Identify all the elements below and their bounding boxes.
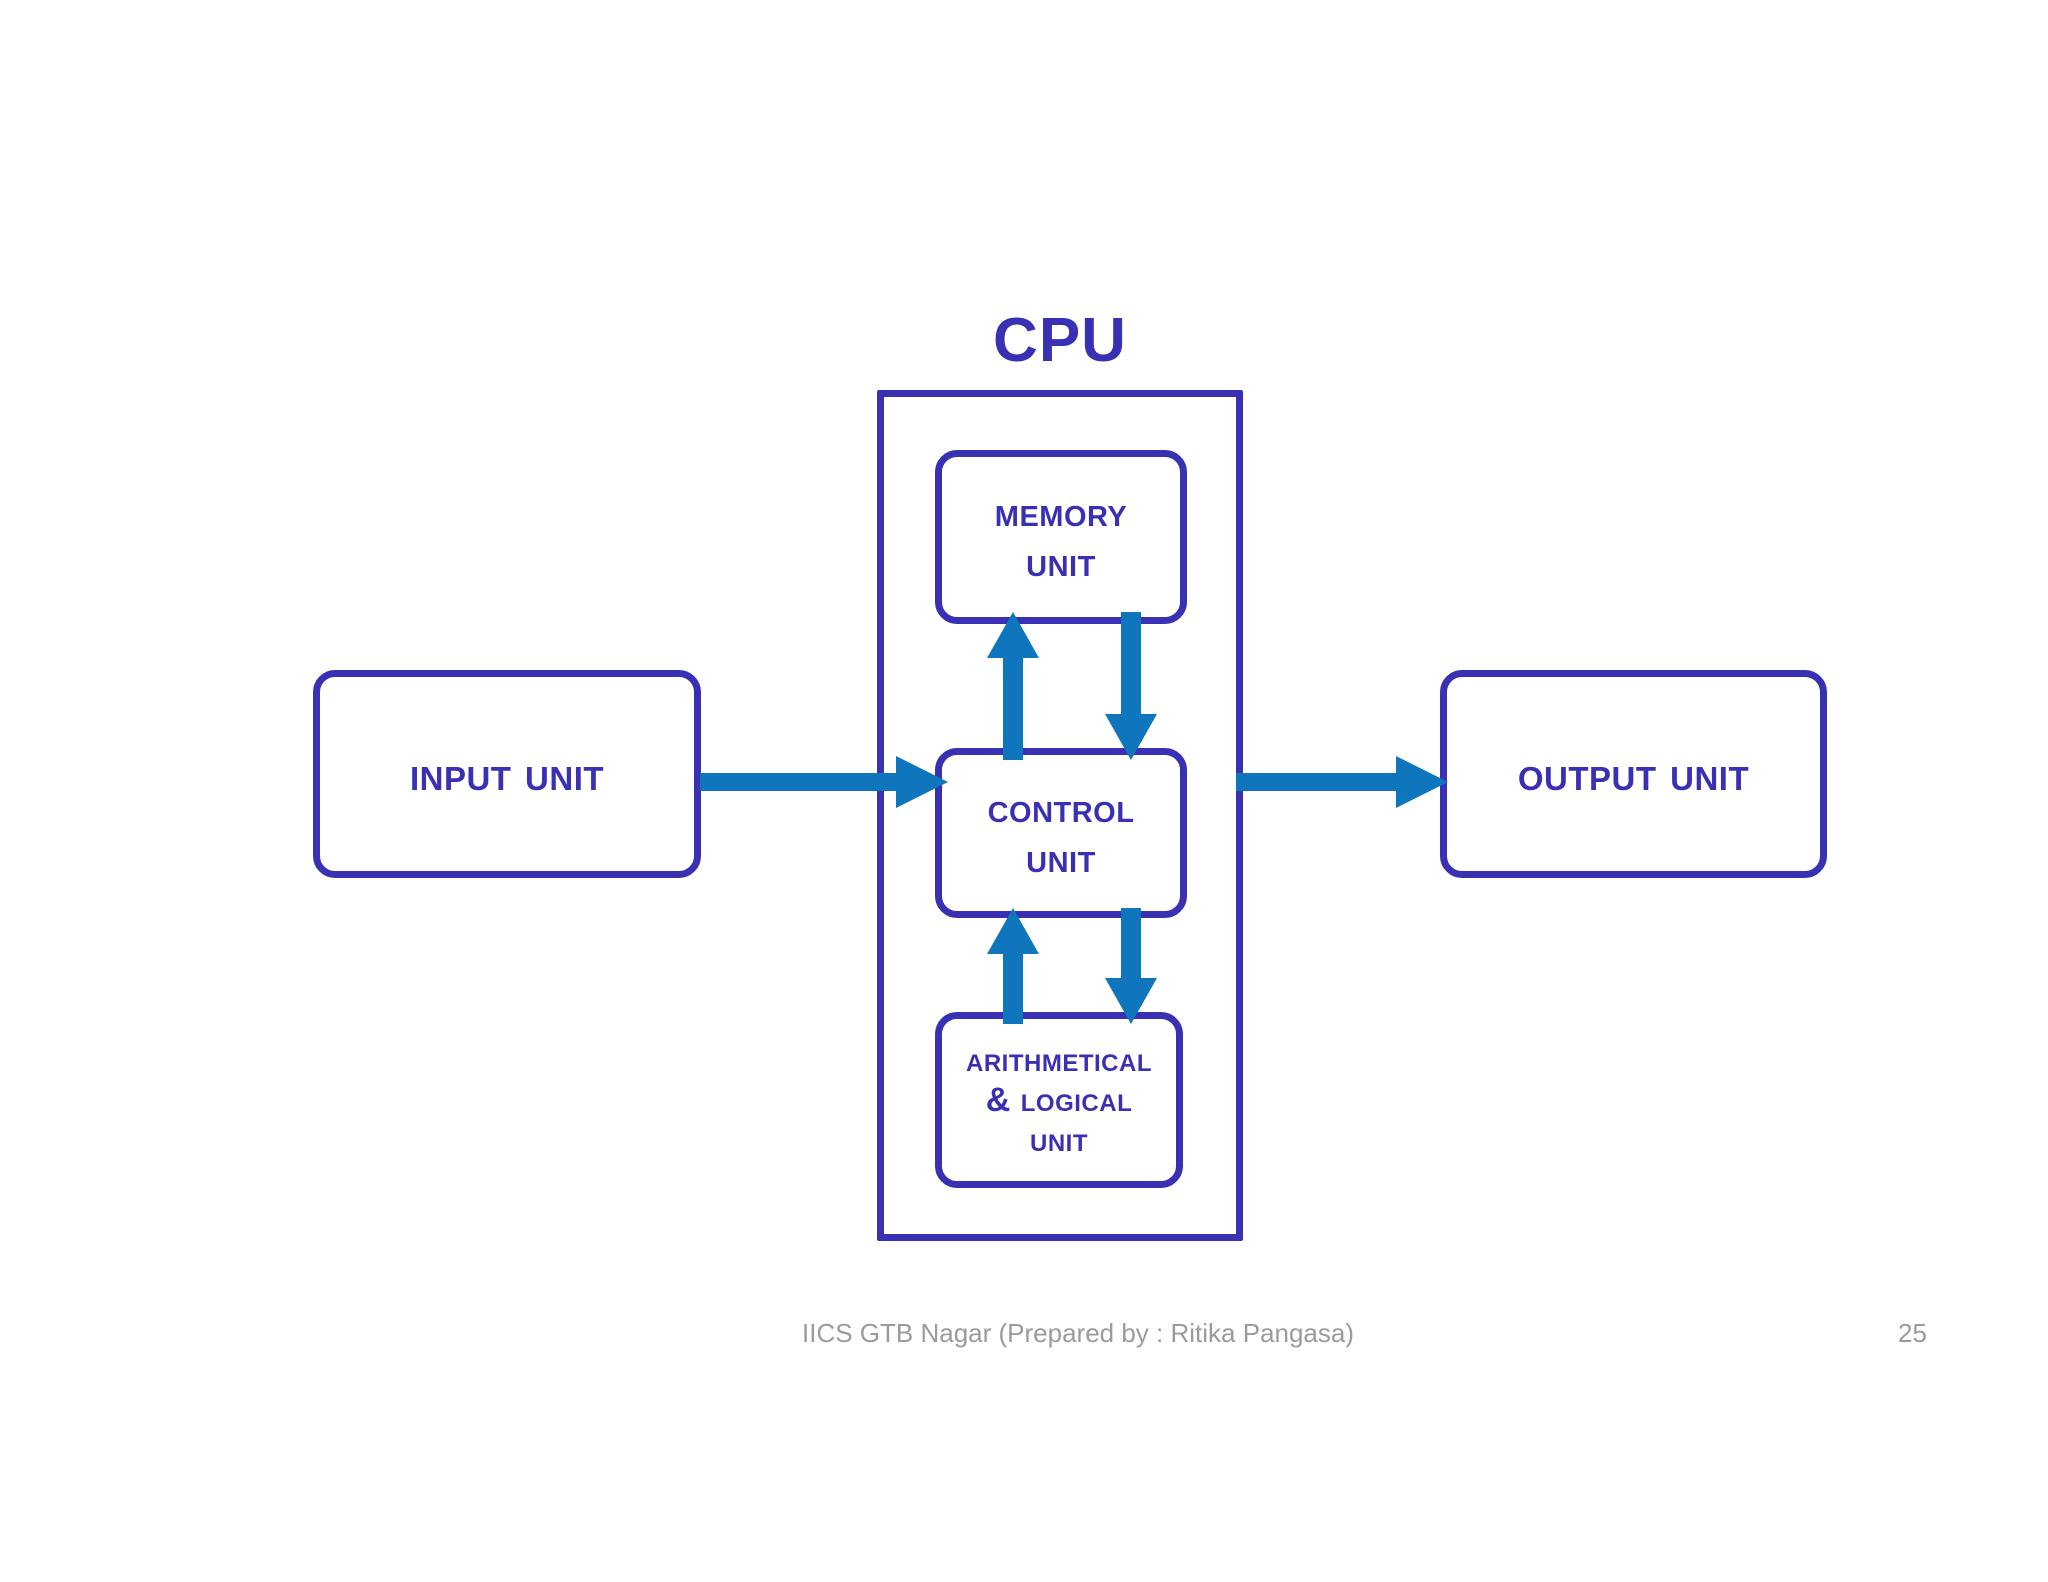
arrow-control-to-memory-icon (985, 612, 1041, 760)
input-unit-label: Input Unit (409, 747, 605, 801)
cpu-title: CPU (993, 306, 1127, 375)
output-unit-label: Output Unit (1517, 747, 1750, 801)
memory-unit-label: Memory Unit (994, 488, 1128, 585)
arrow-memory-to-control-icon (1103, 612, 1159, 760)
arrow-control-to-alu-icon (1103, 908, 1159, 1024)
arrow-alu-to-control-icon (985, 908, 1041, 1024)
output-unit-box: Output Unit (1440, 670, 1827, 878)
control-unit-label: Control Unit (987, 784, 1135, 881)
arrow-input-to-cpu-icon (700, 752, 948, 812)
page-number: 25 (1898, 1318, 1927, 1348)
arithmetical-logical-unit-box: Arithmetical & Logical Unit (935, 1012, 1183, 1188)
footer-note: IICS GTB Nagar (Prepared by : Ritika Pan… (802, 1318, 1355, 1348)
memory-unit-box: Memory Unit (935, 450, 1187, 624)
control-unit-box: Control Unit (935, 748, 1187, 918)
arithmetical-logical-unit-label: Arithmetical & Logical Unit (966, 1040, 1152, 1160)
cpu-container-box (877, 390, 1243, 1241)
input-unit-box: Input Unit (313, 670, 701, 878)
arrow-cpu-to-output-icon (1236, 752, 1448, 812)
